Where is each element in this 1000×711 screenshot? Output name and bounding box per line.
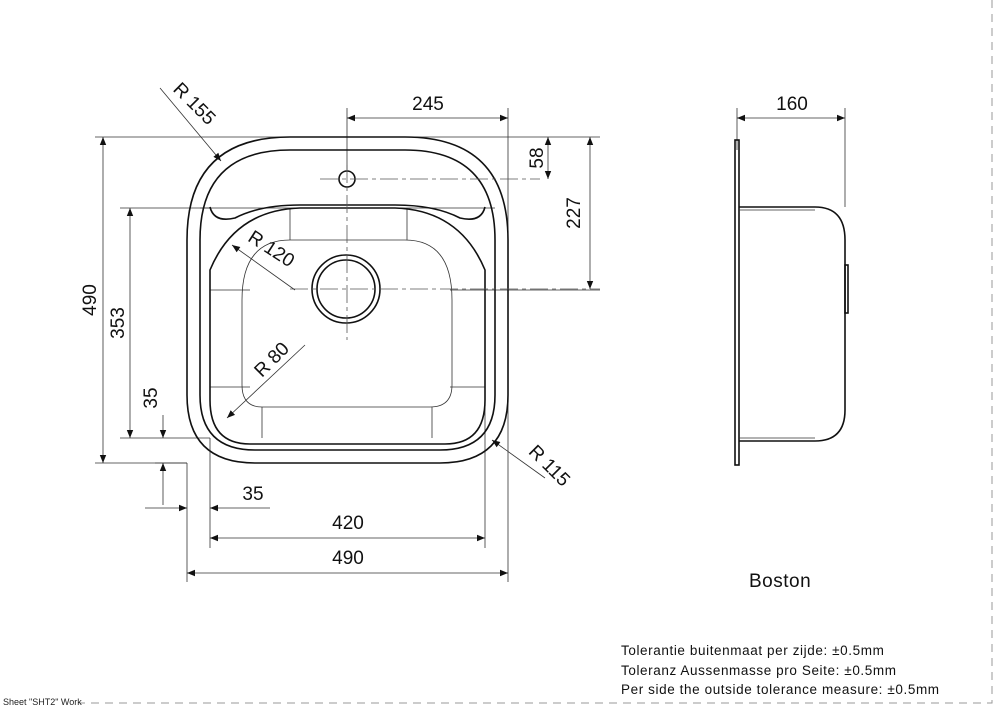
radius-115: R 115	[524, 441, 574, 491]
sink-outer-edge	[186, 136, 509, 464]
dim-245: 245	[412, 94, 444, 115]
side-bowl	[739, 206, 846, 442]
dim-420: 420	[332, 513, 364, 534]
dim-490-horizontal: 490	[332, 548, 364, 569]
dim-490-vertical: 490	[80, 284, 101, 316]
bowl-edge	[209, 207, 486, 445]
tolerance-german: Toleranz Aussenmasse pro Seite: ±0.5mm	[621, 663, 897, 678]
sheet-label: Sheet "SHT2" Work	[3, 697, 82, 707]
dim-35-vertical: 35	[141, 387, 162, 408]
dim-58: 58	[527, 147, 548, 168]
sink-rim-edge	[199, 149, 496, 451]
dimension-lines	[99, 87, 845, 577]
dim-353: 353	[108, 307, 129, 339]
tap-ledge	[209, 204, 486, 220]
sink-side-view	[734, 139, 849, 466]
radius-155: R 155	[169, 79, 220, 130]
sink-top-view	[186, 136, 600, 464]
side-flange	[734, 139, 740, 466]
dim-35-horizontal: 35	[242, 484, 263, 505]
sheet-border	[80, 0, 993, 704]
dim-160: 160	[776, 94, 808, 115]
tolerance-english: Per side the outside tolerance measure: …	[621, 682, 940, 697]
tolerance-dutch: Tolerantie buitenmaat per zijde: ±0.5mm	[621, 643, 885, 658]
dim-227: 227	[564, 197, 585, 229]
bowl-bottom	[241, 239, 453, 408]
product-name: Boston	[749, 571, 812, 592]
